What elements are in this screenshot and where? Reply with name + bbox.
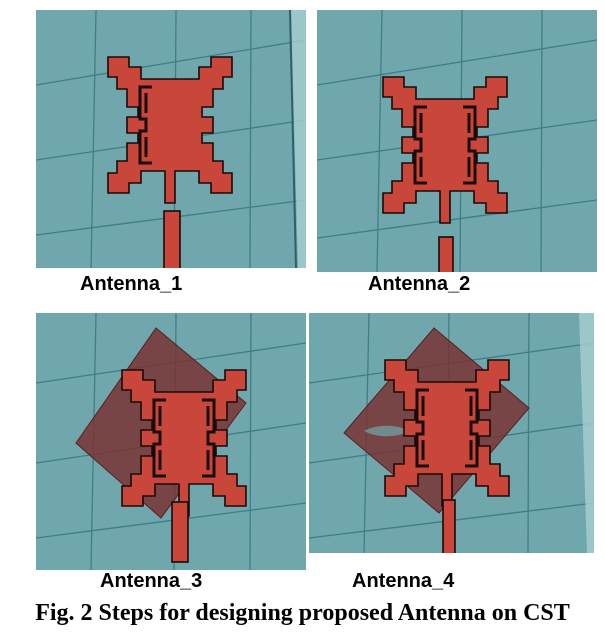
antenna-1-svg — [36, 10, 306, 268]
substrate-edge — [579, 313, 594, 553]
antenna-4-svg — [309, 313, 594, 553]
antenna-3-patch — [121, 369, 247, 563]
antenna-2-svg — [317, 10, 597, 272]
substrate-edge — [289, 10, 306, 268]
antenna-4-render — [309, 313, 594, 553]
figure-caption: Fig. 2 Steps for designing proposed Ante… — [35, 600, 570, 626]
antenna-4-label: Antenna_4 — [352, 570, 455, 592]
antenna-4-patch — [384, 359, 510, 553]
antenna-2-label: Antenna_2 — [368, 273, 471, 295]
antenna-3-render — [36, 313, 306, 570]
antenna-3-label: Antenna_3 — [100, 570, 203, 592]
antenna-2-patch — [382, 76, 508, 272]
antenna-3-svg — [36, 313, 306, 570]
antenna-1-patch — [107, 56, 233, 268]
antenna-1-render — [36, 10, 306, 268]
diamond-notch — [364, 425, 409, 437]
antenna-1-label: Antenna_1 — [80, 273, 183, 295]
antenna-2-render — [317, 10, 597, 272]
